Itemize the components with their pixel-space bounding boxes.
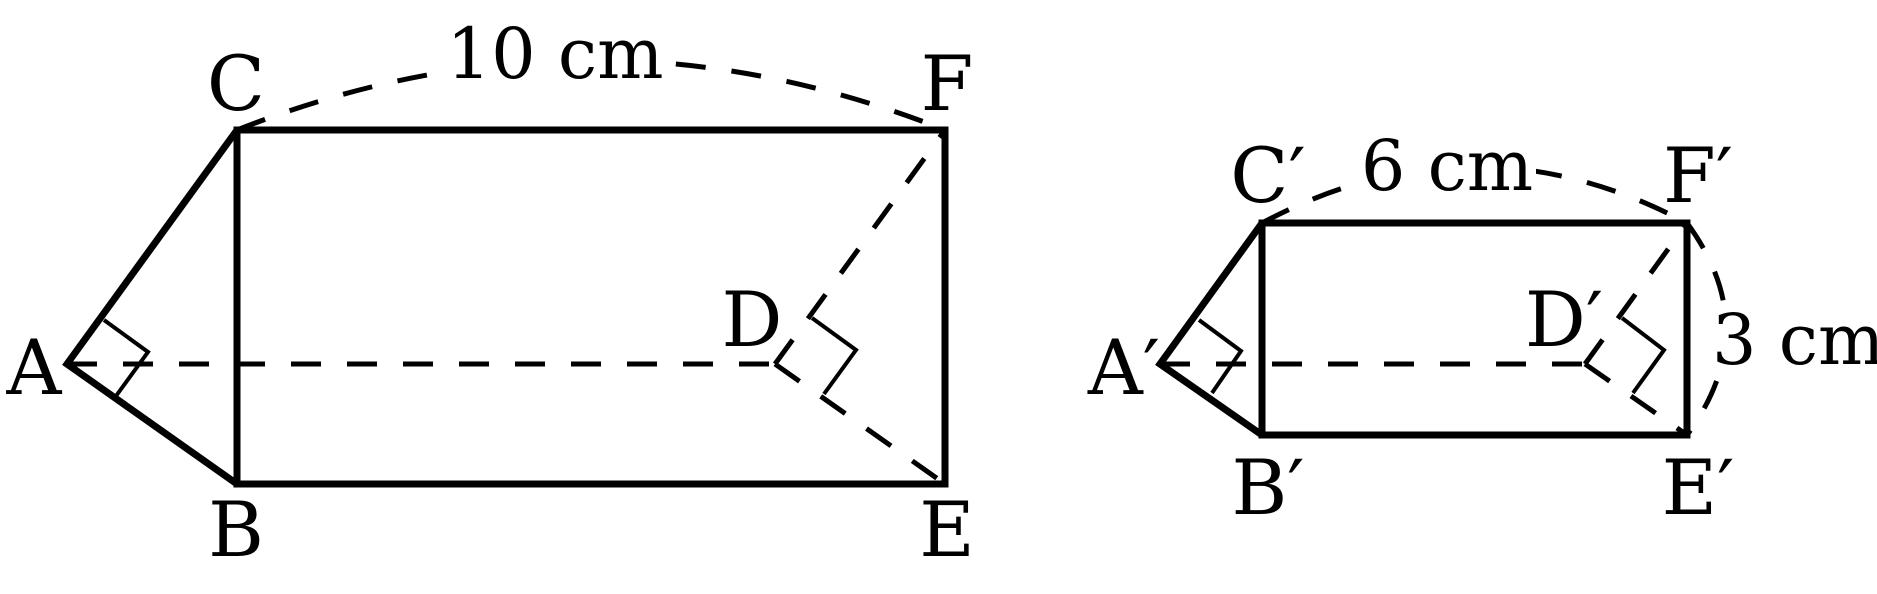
right-label-e: E′ xyxy=(1662,443,1735,532)
left-label-c: C xyxy=(207,39,265,128)
left-label-f: F xyxy=(921,39,974,128)
right-label-c: C′ xyxy=(1230,131,1305,220)
left-label-a: A xyxy=(6,323,63,412)
right-measure-arc-top xyxy=(1260,164,1689,226)
right-hidden-edge-df xyxy=(1582,221,1690,366)
right-measure-mask-side xyxy=(1706,304,1877,376)
left-measure-mask xyxy=(446,14,664,90)
left-label-e: E xyxy=(919,485,974,574)
right-right-angle-d xyxy=(1620,316,1667,395)
left-measure-label: 10 cm xyxy=(447,13,664,95)
left-hidden-edge-de xyxy=(773,361,947,487)
right-rect-face xyxy=(1258,219,1691,439)
right-label-b: B′ xyxy=(1231,443,1304,532)
right-measure-label-top: 6 cm xyxy=(1361,125,1533,207)
left-triangle-edges xyxy=(62,126,241,488)
right-hidden-edge-de xyxy=(1583,361,1689,438)
right-label-a: A′ xyxy=(1087,323,1160,412)
left-rect-face xyxy=(233,126,949,488)
right-measure-label-side: 3 cm xyxy=(1712,299,1877,381)
left-hidden-edge-df xyxy=(772,128,948,366)
right-measure-mask-top xyxy=(1360,132,1536,202)
left-label-b: B xyxy=(208,485,264,574)
left-prism: 10 cm A B C D E F xyxy=(6,13,975,574)
right-label-d: D′ xyxy=(1525,275,1603,364)
right-prism: 6 cm 3 cm A′ B′ C′ D′ E′ F′ xyxy=(1087,125,1877,532)
left-right-angle-a xyxy=(102,318,151,398)
left-label-d: D xyxy=(722,275,783,364)
right-label-f: F′ xyxy=(1663,131,1733,220)
right-right-angle-a xyxy=(1197,318,1244,395)
left-right-angle-d xyxy=(810,316,859,396)
